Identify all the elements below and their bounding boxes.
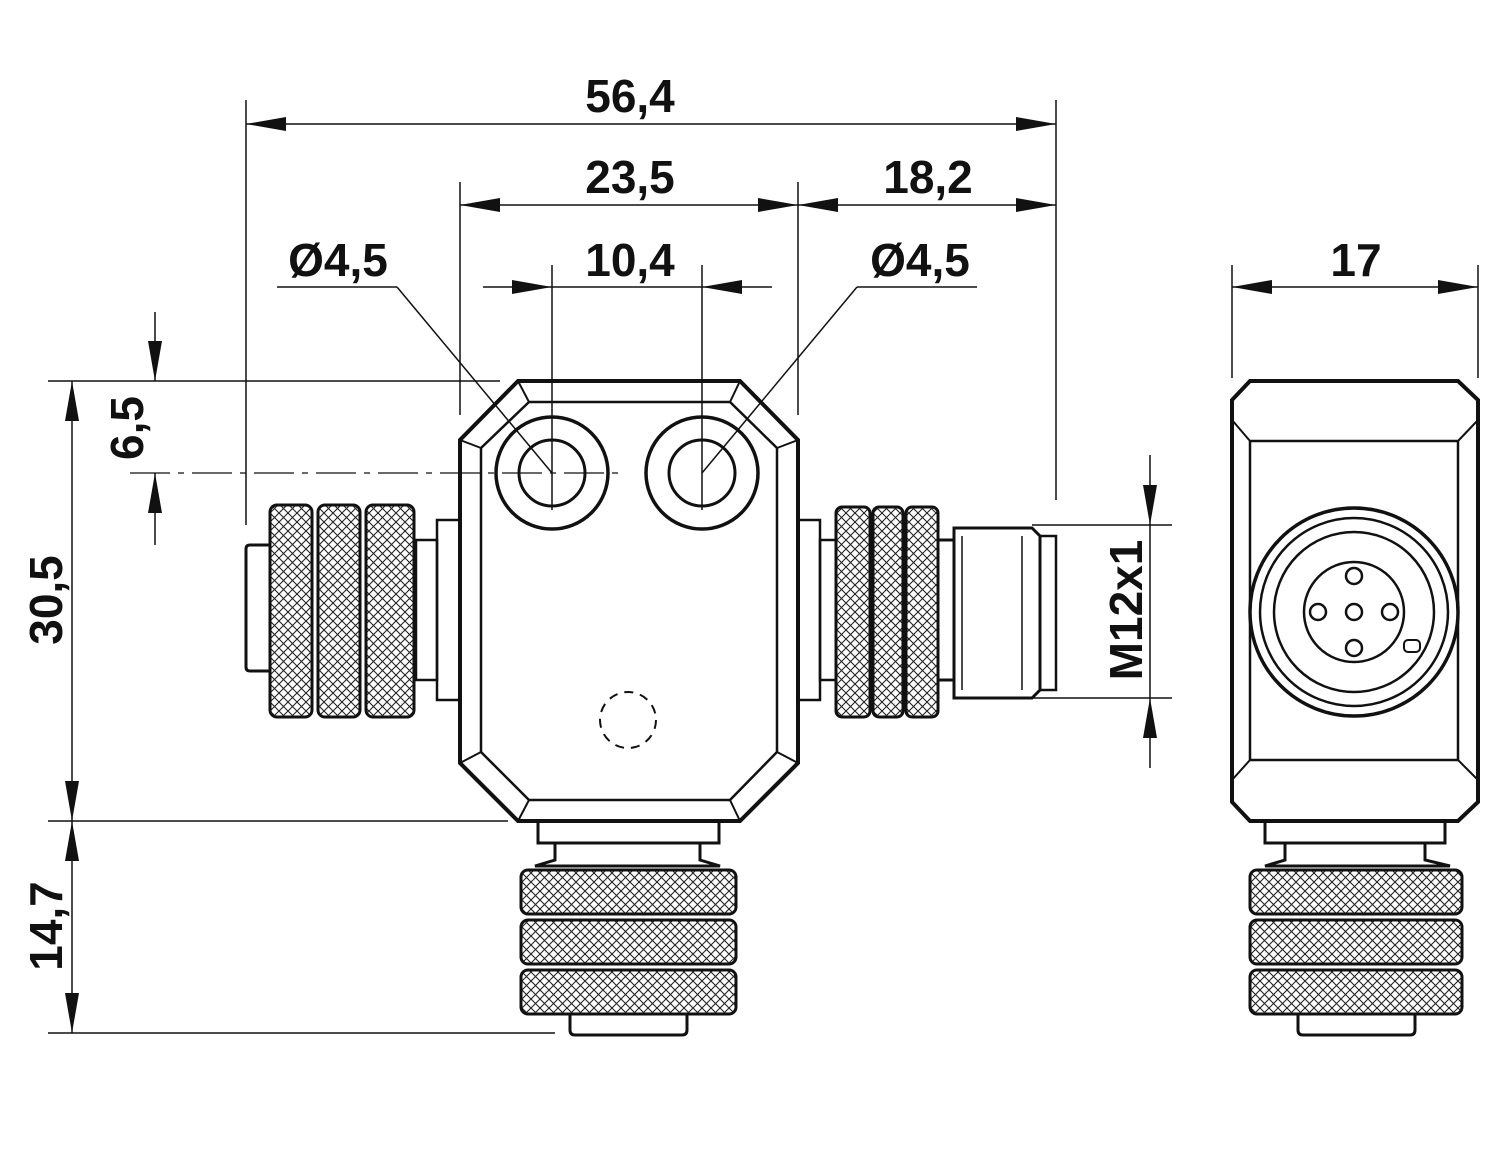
bottom-connector <box>519 819 738 1037</box>
side-view <box>1230 379 1480 1037</box>
left-connector <box>244 503 462 719</box>
dim-lower-connector-height: 14,7 <box>20 881 72 971</box>
dim-body-height: 30,5 <box>20 555 72 645</box>
dim-overall-width: 56,4 <box>585 70 675 122</box>
dim-hole-spacing: 10,4 <box>585 234 675 286</box>
body-outer <box>458 379 800 823</box>
dimension-lines <box>48 100 1479 1034</box>
dim-side-width: 17 <box>1330 234 1381 286</box>
socket-face <box>1248 506 1460 718</box>
dim-thread: M12x1 <box>1100 540 1152 681</box>
dim-center-body-width: 23,5 <box>585 151 675 203</box>
dimension-labels: 56,4 23,5 18,2 10,4 Ø4,5 Ø4,5 17 6,5 30,… <box>20 70 1382 971</box>
hidden-feature-circle <box>599 691 657 749</box>
dim-hole-offset-top: 6,5 <box>101 396 153 460</box>
front-view <box>130 379 1058 1037</box>
dim-right-offset: 18,2 <box>883 151 973 203</box>
dim-hole-dia-right: Ø4,5 <box>870 234 970 286</box>
right-connector <box>796 505 1058 719</box>
dim-hole-dia-left: Ø4,5 <box>288 234 388 286</box>
